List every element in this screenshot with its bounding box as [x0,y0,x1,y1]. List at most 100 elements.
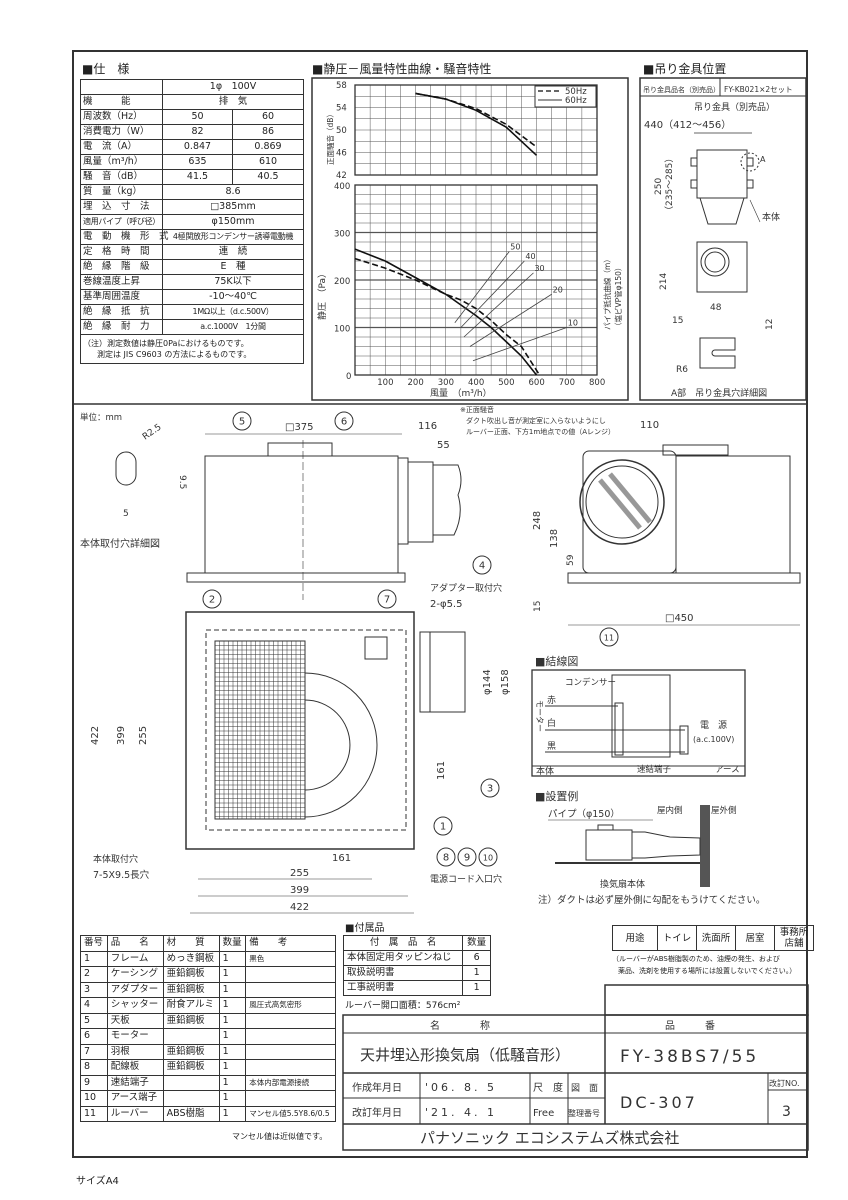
hanger-dim-15: 15 [672,316,683,326]
pipe-resistance-label: 20 [553,285,563,294]
parts-header: 材 質 [162,935,220,952]
hanger-dim-48: 48 [710,303,722,313]
accessories-header: 付 属 品 名 [342,935,464,951]
noise-note-2: ダクト吹出し音が測定室に入らないようにし [466,416,606,425]
usage-table: 用途トイレ洗面所居室事務所 店舗 [612,925,814,951]
accessories-title: ■付属品 [345,923,385,934]
pipe-resistance-label: 50 [510,243,520,252]
name-header: 名 称 [430,1019,490,1032]
accessories-header: 数量 [462,935,491,951]
adapter-hole-2: 2-φ5.5 [430,599,462,610]
parts-cell: アース端子 [106,1090,164,1107]
drawing-number: DC-307 [620,1093,698,1112]
wiring-title: ■結線図 [535,654,578,668]
pipe-label: パイプ抵抗曲線（m） [602,255,612,330]
parts-cell: 亜鉛鋼板 [162,981,220,998]
parts-cell: 3 [80,981,108,998]
parts-cell: 5 [80,1012,108,1029]
usage-cell: 事務所 店舗 [774,925,814,951]
pipe-resistance-line [472,327,567,362]
install-note: 注）ダクトは必ず屋外側に勾配をもうけてください。 [538,894,765,906]
hole-w: 5 [123,509,129,519]
wiring-black: 黒 [547,741,556,752]
pipe-resistance-label: 10 [568,319,578,328]
callout-4 [472,555,492,575]
adapter-hole-1: アダプター取付穴 [430,582,502,594]
noise-tick: 54 [336,104,347,114]
callout-number: 5 [239,417,245,428]
wiring-body: 本体 [536,765,554,777]
parts-cell: 6 [80,1028,108,1045]
dim-375: □375 [285,422,314,433]
wall [700,805,710,887]
parts-cell: 1 [218,981,247,998]
dim-422v: 422 [90,726,101,745]
hanger-detail-mark: A [760,155,766,164]
parts-cell: アダプター [106,981,164,998]
parts-cell: 羽根 [106,1043,164,1060]
parts-header: 番号 [80,935,108,952]
dim-144: φ144 [482,669,493,695]
parts-cell: 1 [218,966,247,983]
pressure-curve-60hz [354,248,538,376]
dim-158: φ158 [500,669,511,695]
wiring-diagram: コンデンサー 赤 白 黒 モーター 本体 速結端子 電 源 (a.c.100V)… [531,669,746,777]
parts-cell: 4 [80,997,108,1014]
callout-number: 8 [443,853,449,864]
x-tick: 400 [468,378,484,388]
usage-cell: 洗面所 [696,925,736,951]
side-view: □375 116 55 [186,421,462,600]
parts-cell: 1 [218,1074,247,1091]
parts-cell: ケーシング [106,966,164,983]
usage-cell: トイレ [657,925,697,951]
x-tick: 500 [498,378,514,388]
hanger-dim-r6: R6 [676,365,688,375]
dim-255v: 255 [138,726,149,745]
dim-15: 15 [533,601,543,612]
parts-header: 品 名 [106,935,164,952]
dim-399h: 399 [290,885,309,896]
parts-cell: 天板 [106,1012,164,1029]
parts-header: 備 考 [245,935,336,952]
parts-cell: ルーバー [106,1105,164,1122]
callout-8 [436,847,456,867]
hanger-title: ■吊り金具位置 [643,62,727,76]
body-hole-1: 本体取付穴 [93,853,138,865]
x-tick: 800 [589,378,605,388]
parts-header: 数量 [218,935,247,952]
performance-title: ■静圧－風量特性曲線・騒音特性 [312,62,492,76]
noise-tick: 50 [336,126,347,136]
callout-6 [334,411,354,431]
dim-161h: 161 [332,853,351,864]
drawing-label: 図 面 [571,1083,598,1094]
dim-450: □450 [665,613,694,624]
dim-161v: 161 [436,761,447,780]
created-date: '06. 8. 5 [425,1081,497,1094]
parts-cell [245,981,336,998]
product-name: 天井埋込形換気扇（低騒音形） [360,1046,570,1064]
front-view: 110 248 138 59 15 □450 [532,420,801,626]
spec-note-1: （注）測定数値は静圧0Paにおけるものです。 [83,339,249,348]
parts-cell: 1 [218,1090,247,1107]
callout-11 [599,627,619,647]
parts-cell [245,1059,336,1076]
parts-cell: 1 [218,1012,247,1029]
noise-note-1: ※正面騒音 [460,405,494,414]
parts-cell: 黒色 [245,950,336,967]
pressure-curve-50hz [354,257,541,376]
pressure-tick: 300 [334,230,350,240]
parts-cell: 1 [218,950,247,967]
parts-cell [245,1043,336,1060]
parts-cell: フレーム [106,950,164,967]
wiring-white: 白 [547,717,556,729]
dim-399v: 399 [116,726,127,745]
hole-caption: 本体取付穴詳細図 [80,537,160,550]
